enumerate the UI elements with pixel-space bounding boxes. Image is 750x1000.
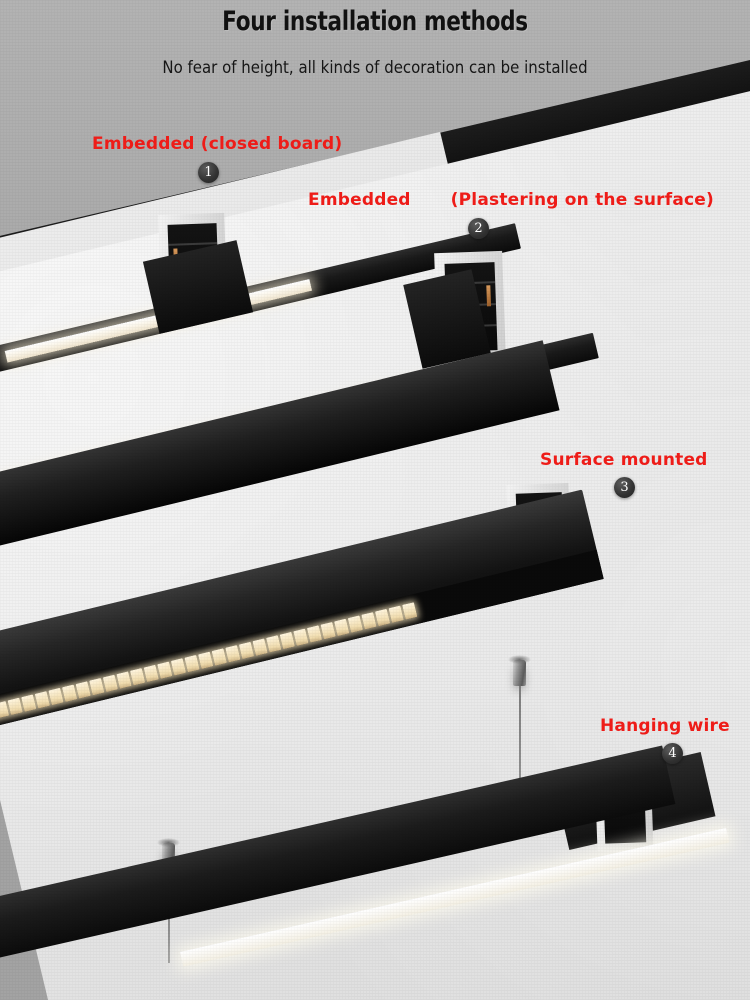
callout-label-3: Surface mounted [540,450,708,470]
callout-method-4: Hanging wire 4 [600,716,730,764]
callout-badge-4: 4 [662,743,683,764]
callout-method-2: Embedded (Plastering on the surface) 2 [308,190,715,239]
callout-label-2b: (Plastering on the surface) [450,190,715,210]
page-subtitle: No fear of height, all kinds of decorati… [162,58,588,78]
callout-label-2a: Embedded [308,190,411,210]
callout-method-3: Surface mounted 3 [540,450,708,498]
callout-badge-3: 3 [614,477,635,498]
wire-ceiling-anchor-1 [508,655,531,686]
callout-badge-1: 1 [198,162,219,183]
callout-badge-2: 2 [468,218,489,239]
suspension-wire-1 [519,686,521,818]
page-title: Four installation methods [222,6,528,37]
callout-label-4: Hanging wire [600,716,730,736]
copper-contact [486,285,491,307]
callout-label-1: Embedded (closed board) [92,134,343,154]
callout-method-1: Embedded (closed board) 1 [92,134,343,183]
